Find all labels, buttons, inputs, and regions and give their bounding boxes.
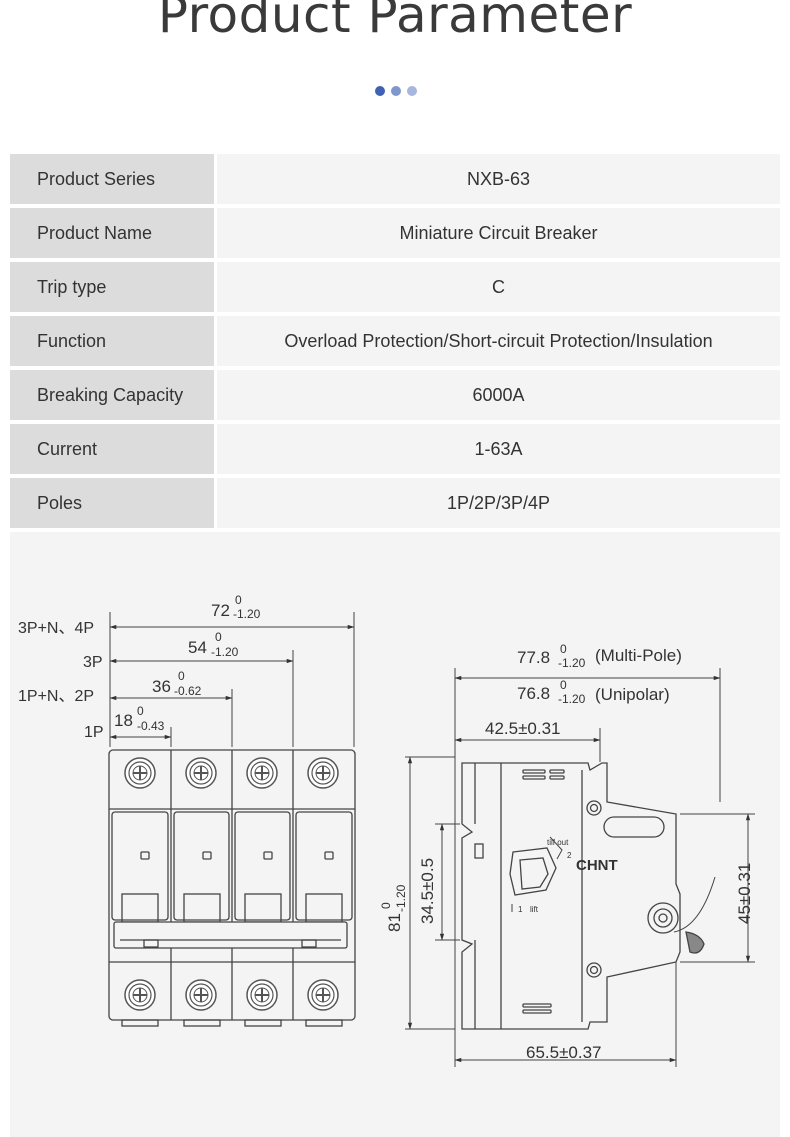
- table-row: Trip type C: [10, 262, 780, 312]
- param-label: Current: [10, 424, 214, 474]
- dim-81-lower: -1.20: [394, 884, 408, 912]
- dim-72-upper: 0: [235, 593, 242, 607]
- param-label: Breaking Capacity: [10, 370, 214, 420]
- dim-81-group: 81 0 -1.20: [379, 884, 408, 932]
- dim-778: 77.8: [517, 648, 550, 667]
- param-label: Trip type: [10, 262, 214, 312]
- dim-54-lower: -1.20: [211, 645, 239, 659]
- label-1: 1: [518, 905, 523, 914]
- param-value: 1P/2P/3P/4P: [217, 478, 780, 528]
- param-value: C: [217, 262, 780, 312]
- decorative-dots: [375, 86, 417, 96]
- dim-81-upper: 0: [379, 902, 393, 909]
- dim-18: 18: [114, 711, 133, 730]
- pole-label-2p: 1P+N、2P: [18, 688, 94, 705]
- dim-778-lower: -1.20: [558, 656, 586, 670]
- param-value: NXB-63: [217, 154, 780, 204]
- dim-72-lower: -1.20: [233, 607, 261, 621]
- dim-unipolar-note: (Unipolar): [595, 685, 670, 704]
- dot-2: [391, 86, 401, 96]
- table-row: Poles 1P/2P/3P/4P: [10, 478, 780, 528]
- dim-72: 72: [211, 601, 230, 620]
- dim-345-group: 34.5±0.5: [418, 858, 437, 924]
- table-row: Function Overload Protection/Short-circu…: [10, 316, 780, 366]
- dim-768-lower: -1.20: [558, 692, 586, 706]
- param-value: Overload Protection/Short-circuit Protec…: [217, 316, 780, 366]
- dot-3: [407, 86, 417, 96]
- dim-multi-pole-note: (Multi-Pole): [595, 646, 682, 665]
- dim-345: 34.5±0.5: [418, 858, 437, 924]
- dim-45-group: 45±0.31: [735, 863, 754, 924]
- dim-45: 45±0.31: [735, 863, 754, 924]
- pole-label-3p: 3P: [83, 654, 103, 671]
- param-value: Miniature Circuit Breaker: [217, 208, 780, 258]
- param-value: 1-63A: [217, 424, 780, 474]
- page-title: Product Parameter: [157, 0, 633, 44]
- param-label: Poles: [10, 478, 214, 528]
- pole-label-4p: 3P+N、4P: [18, 620, 94, 637]
- dim-18-upper: 0: [137, 704, 144, 718]
- dimension-drawing-svg: 3P+N、4P 3P 1P+N、2P 1P 72 0 -1.20 54 0 -1…: [18, 593, 755, 1067]
- table-row: Current 1-63A: [10, 424, 780, 474]
- param-label: Product Series: [10, 154, 214, 204]
- param-label: Function: [10, 316, 214, 366]
- dim-54-upper: 0: [215, 630, 222, 644]
- side-view: [405, 668, 755, 1067]
- dim-36: 36: [152, 677, 171, 696]
- dot-1: [375, 86, 385, 96]
- front-view: [108, 612, 356, 1027]
- dim-18-lower: -0.43: [137, 719, 165, 733]
- table-row: Product Name Miniature Circuit Breaker: [10, 208, 780, 258]
- dim-768-upper: 0: [560, 678, 567, 692]
- dim-54: 54: [188, 638, 207, 657]
- dim-36-upper: 0: [178, 669, 185, 683]
- brand-logo: CHNT: [576, 857, 618, 874]
- dim-768: 76.8: [517, 684, 550, 703]
- dimension-drawing: 3P+N、4P 3P 1P+N、2P 1P 72 0 -1.20 54 0 -1…: [10, 532, 780, 1137]
- pole-label-1p: 1P: [84, 724, 104, 741]
- dim-425: 42.5±0.31: [485, 719, 561, 738]
- dim-778-upper: 0: [560, 642, 567, 656]
- param-label: Product Name: [10, 208, 214, 258]
- table-row: Product Series NXB-63: [10, 154, 780, 204]
- dim-81: 81: [385, 913, 404, 932]
- label-2: 2: [567, 851, 572, 860]
- table-row: Breaking Capacity 6000A: [10, 370, 780, 420]
- param-value: 6000A: [217, 370, 780, 420]
- dim-36-lower: -0.62: [174, 684, 202, 698]
- label-tilf-out: tilf out: [547, 838, 569, 847]
- parameter-table: Product Series NXB-63 Product Name Minia…: [10, 154, 780, 532]
- label-lift: lift: [530, 905, 539, 914]
- dim-655: 65.5±0.37: [526, 1043, 602, 1062]
